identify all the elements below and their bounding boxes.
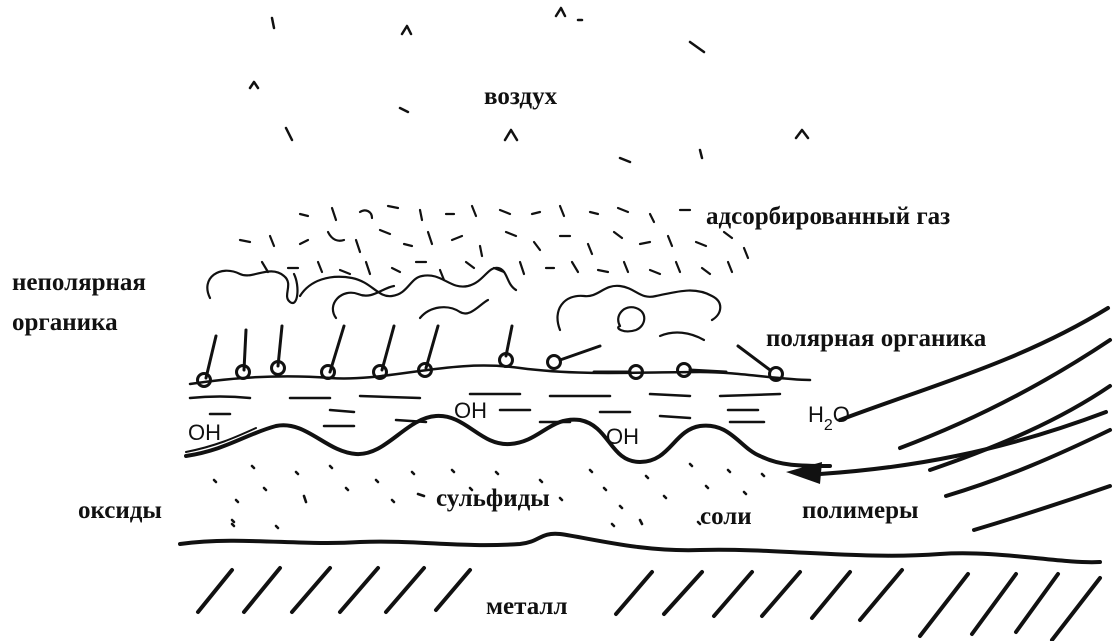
label-nonpolar-organics-2: органика xyxy=(12,309,118,336)
metal-hatching xyxy=(198,568,1100,640)
label-polymers: полимеры xyxy=(802,497,919,524)
label-nonpolar-organics-1: неполярная xyxy=(12,269,146,296)
label-polar-organics: полярная органика xyxy=(766,325,987,352)
label-hydroxyl-3: OH xyxy=(606,424,639,449)
label-water-sub: 2 xyxy=(824,417,833,434)
water-film xyxy=(190,366,810,426)
label-water: H2O xyxy=(808,402,850,434)
label-adsorbed-gas: адсорбированный газ xyxy=(706,203,950,230)
label-oxides: оксиды xyxy=(78,497,162,524)
nonpolar-organic-chains xyxy=(207,268,720,340)
label-metal: металл xyxy=(486,593,567,620)
label-hydroxyl-2: OH xyxy=(454,398,487,423)
label-air: воздух xyxy=(484,83,558,110)
label-hydroxyl-1: OH xyxy=(188,420,221,445)
label-water-h: H xyxy=(808,402,824,427)
label-salts: соли xyxy=(700,503,752,530)
metal-boundary xyxy=(180,534,1100,562)
oxide-surface-line xyxy=(186,416,830,466)
label-water-o: O xyxy=(833,402,850,427)
label-sulfides: сульфиды xyxy=(436,485,550,512)
